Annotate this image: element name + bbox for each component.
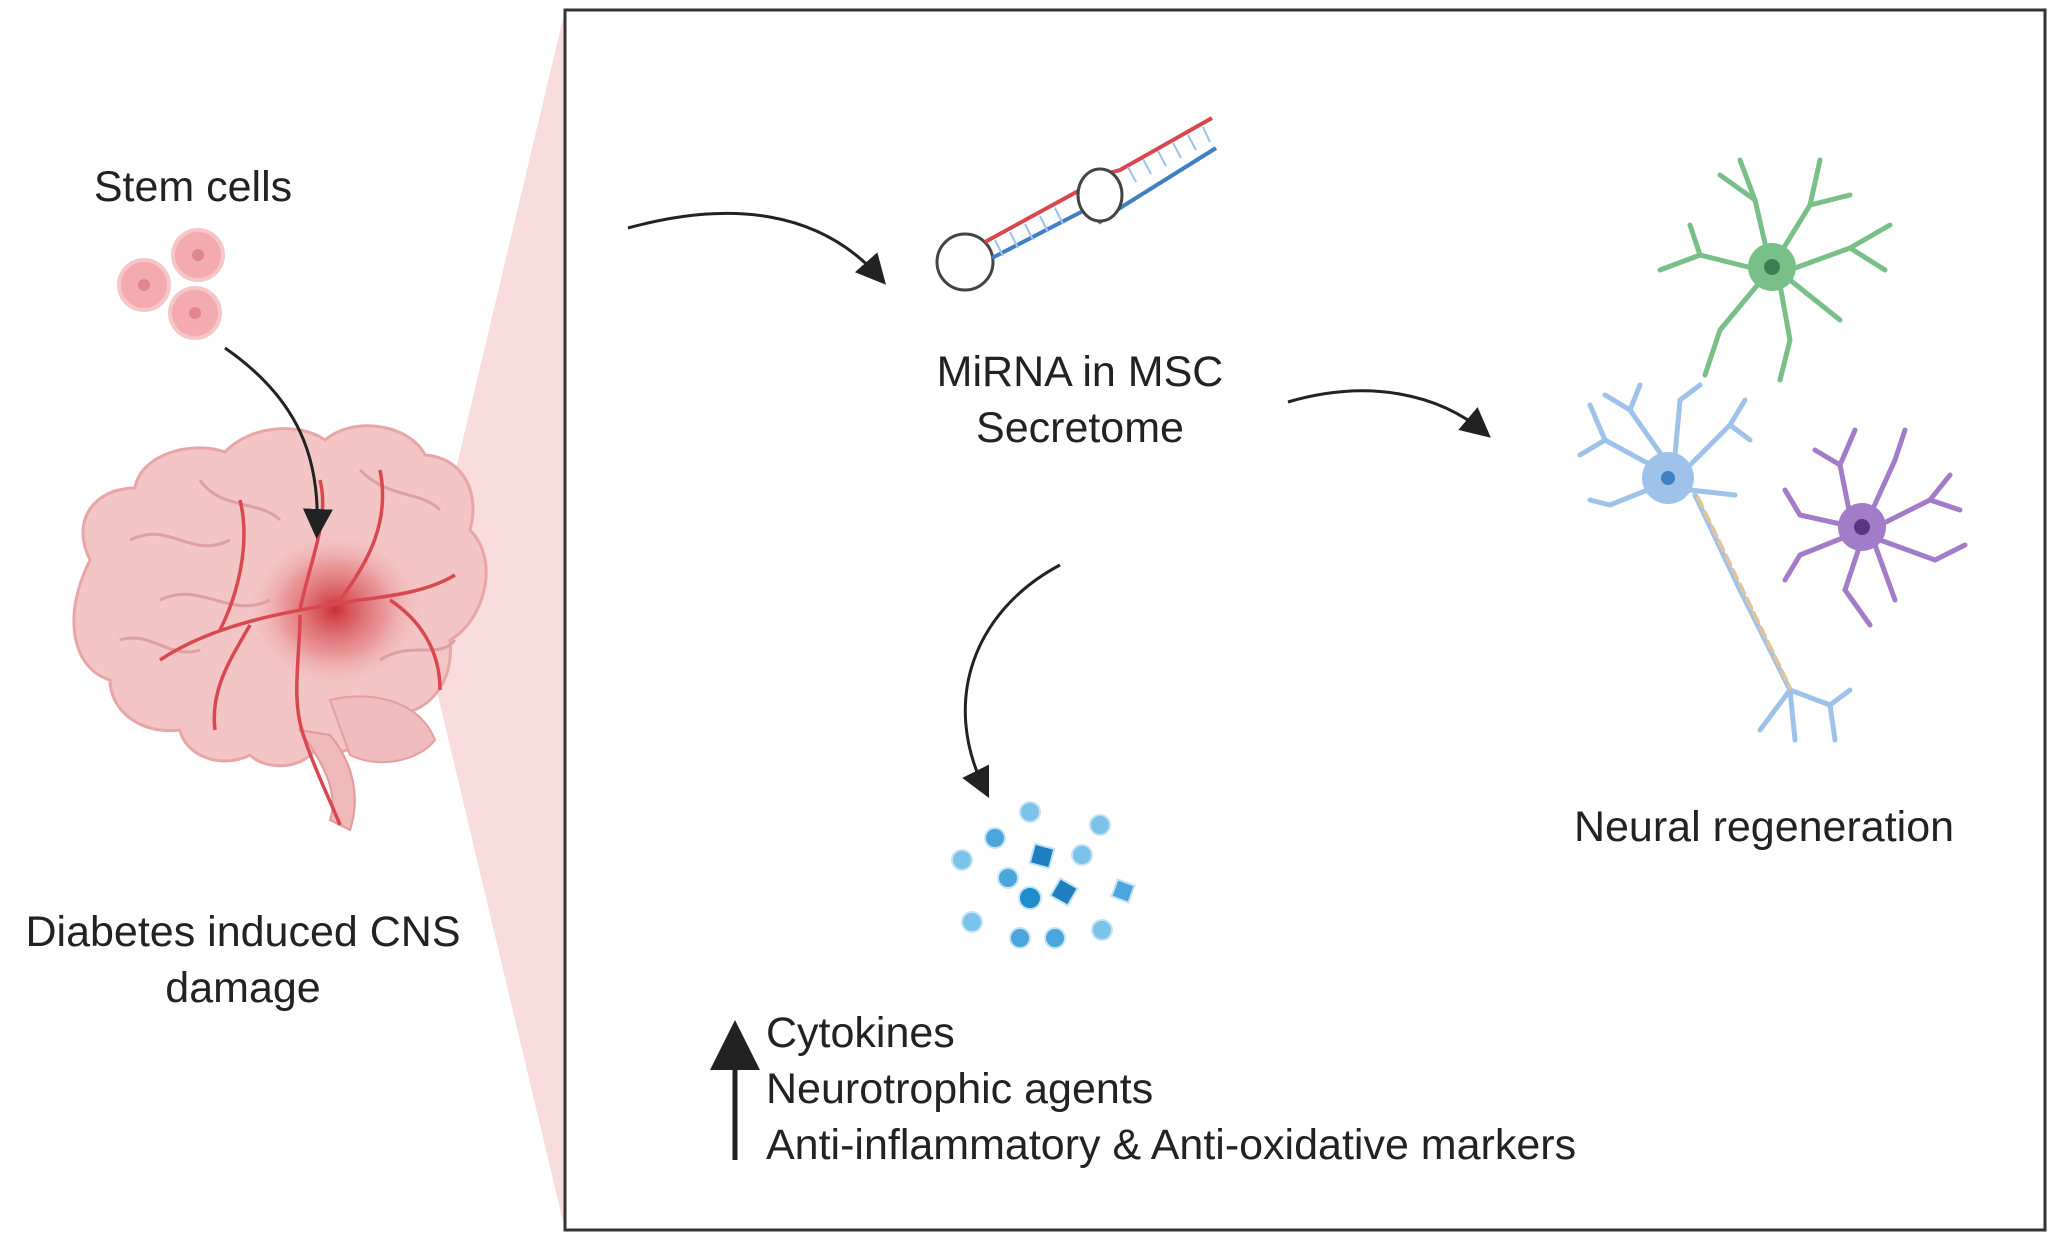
blue-neuron-icon	[1577, 382, 1853, 743]
stem-cells-label: Stem cells	[93, 163, 293, 211]
detail-panel-frame	[563, 8, 2047, 1232]
secreted-molecules-icon	[951, 801, 1136, 949]
cns-damage-label-line1: Diabetes induced CNS	[25, 908, 461, 956]
markers-list: Cytokines Neurotrophic agents Anti-infla…	[766, 1005, 1576, 1173]
green-neuron-icon	[1657, 157, 1893, 383]
mirna-label: MiRNA in MSC Secretome	[937, 345, 1224, 457]
mirna-to-regeneration-arrow	[1287, 389, 1491, 438]
stem-cells-icon	[117, 228, 225, 340]
purple-neuron-icon	[1782, 427, 1968, 628]
mirna-hairpin-icon	[935, 116, 1218, 292]
panel-to-mirna-arrow	[627, 211, 886, 285]
mirna-label-line1: MiRNA in MSC	[936, 348, 1224, 396]
brain-icon	[72, 424, 488, 832]
marker-item: Neurotrophic agents	[766, 1065, 1154, 1113]
marker-item: Cytokines	[766, 1009, 955, 1057]
zoom-wedge	[420, 10, 565, 1230]
mirna-to-molecules-arrow	[962, 563, 1061, 799]
cns-damage-label: Diabetes induced CNS damage	[25, 905, 460, 1017]
cns-damage-label-line2: damage	[165, 963, 321, 1012]
marker-item: Anti-inflammatory & Anti-oxidative marke…	[766, 1121, 1577, 1169]
mirna-label-line2: Secretome	[976, 403, 1184, 452]
neural-regeneration-label: Neural regeneration	[1573, 803, 1955, 851]
stem-to-brain-arrow	[224, 346, 333, 539]
